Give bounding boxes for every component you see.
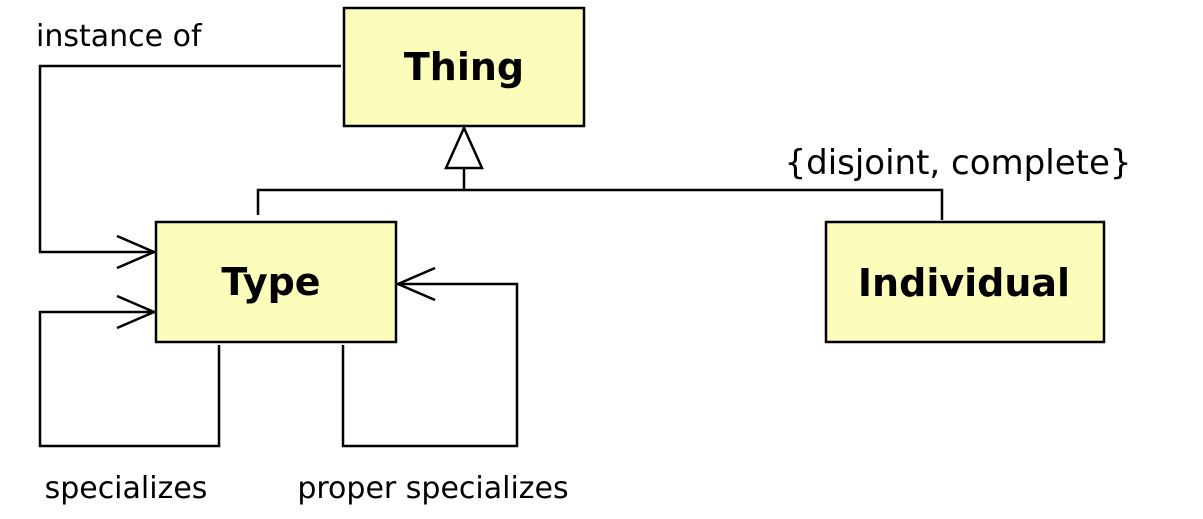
generalization-set: {disjoint, complete}	[256, 124, 1132, 220]
class-individual-label: Individual	[858, 261, 1070, 305]
generalization-arrowhead	[444, 124, 484, 170]
class-thing-label: Thing	[404, 45, 524, 89]
instance-of-label: instance of	[36, 19, 203, 54]
class-type-label: Type	[221, 260, 320, 304]
open-arrowhead-icon	[116, 234, 158, 270]
generalization-constraint: {disjoint, complete}	[784, 143, 1131, 183]
open-arrowhead-icon	[394, 266, 436, 302]
association-proper-specializes[interactable]: proper specializes	[297, 266, 569, 506]
class-thing[interactable]: Thing	[342, 6, 586, 128]
proper-specializes-label: proper specializes	[297, 471, 568, 506]
open-arrowhead-icon	[116, 294, 158, 330]
association-instance-of[interactable]: instance of	[36, 19, 341, 270]
generalization-from-type	[256, 188, 464, 215]
generalization-from-individual	[464, 188, 944, 220]
specializes-label: specializes	[45, 471, 208, 506]
class-type[interactable]: Type	[154, 220, 398, 344]
association-specializes[interactable]: specializes	[38, 294, 221, 506]
class-individual[interactable]: Individual	[824, 220, 1106, 344]
